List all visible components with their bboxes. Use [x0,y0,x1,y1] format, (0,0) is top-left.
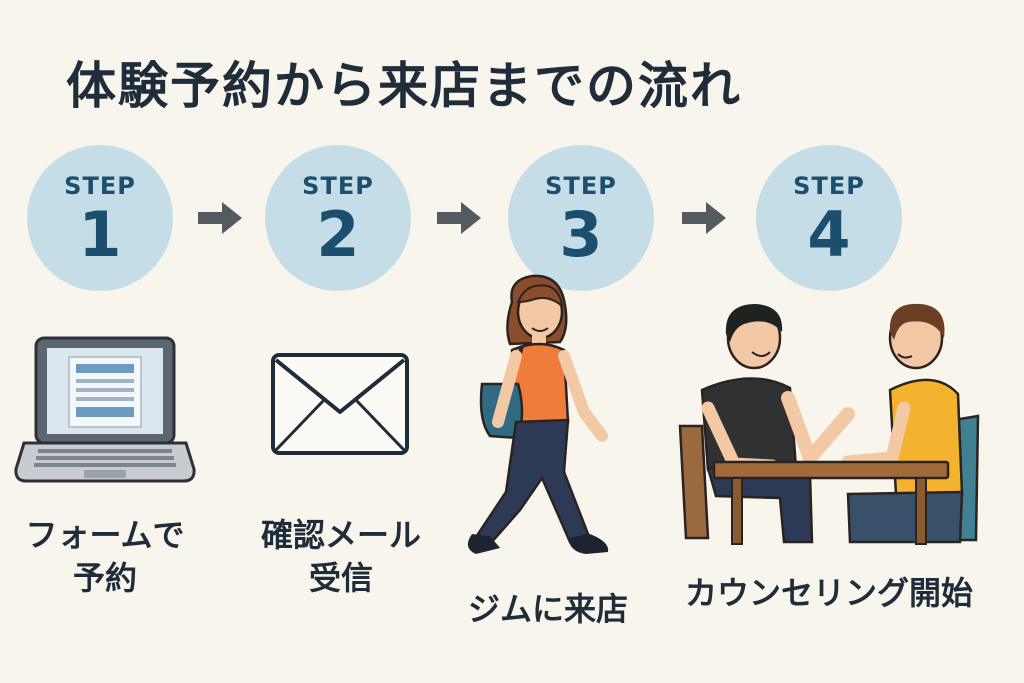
arrow-right-icon [437,202,481,234]
counseling-illustration [678,303,980,545]
step-4-label: STEP [793,172,865,200]
arrow-right-icon [682,202,726,234]
step-4-circle: STEP 4 [756,145,902,291]
step-2-label: STEP [302,172,374,200]
step-2-caption-line-1: 確認メール [260,516,421,554]
step-3-circle: STEP 3 [508,145,654,291]
step-4-caption-line-1: カウンセリング開始 [684,574,973,612]
page-title: 体験予約から来店までの流れ [66,57,742,115]
step-1-circle: STEP 1 [27,145,173,291]
envelope-icon [271,353,409,455]
arrow-right-icon [198,202,242,234]
step-3-caption-line-1: ジムに来店 [467,590,628,628]
step-3-number: 3 [559,198,603,271]
step-3-label: STEP [545,172,617,200]
step-2-caption: 確認メール 受信 [246,514,436,600]
step-2-circle: STEP 2 [265,145,411,291]
step-4-caption: カウンセリング開始 [664,572,994,615]
step-2-caption-line-2: 受信 [308,559,373,598]
step-1-caption: フォームで 予約 [14,514,196,600]
walking-woman-illustration [467,274,609,554]
step-1-number: 1 [78,198,122,271]
step-1-caption-line-1: フォームで [25,516,185,554]
step-3-caption: ジムに来店 [450,588,646,631]
laptop-icon [14,336,196,483]
step-2-number: 2 [316,198,360,271]
step-1-label: STEP [64,172,136,200]
step-1-caption-line-2: 予約 [72,559,137,598]
step-4-number: 4 [807,198,851,271]
